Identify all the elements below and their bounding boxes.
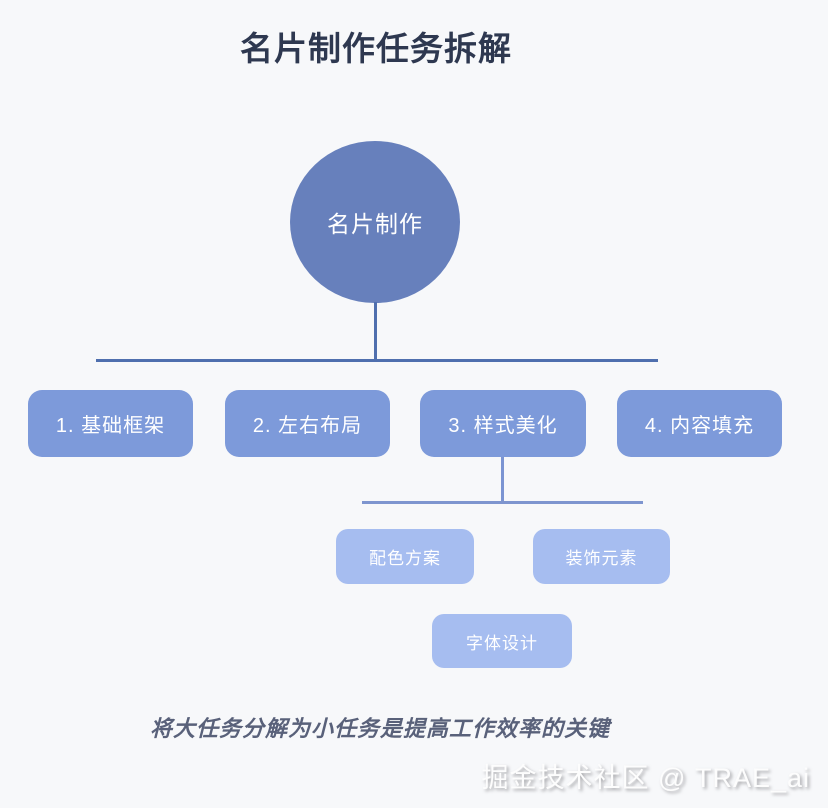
connector-root-vertical: [374, 302, 377, 360]
node-label: 1. 基础框架: [55, 415, 166, 437]
node-decoration-elements: 装饰元素: [533, 529, 670, 584]
connector-style-vertical: [501, 457, 504, 502]
node-basic-framework: 1. 基础框架: [28, 390, 193, 457]
node-label: 3. 样式美化: [448, 415, 558, 437]
node-label: 配色方案: [369, 549, 441, 568]
node-content-fill: 4. 内容填充: [617, 390, 782, 457]
root-node-business-card: 名片制作: [290, 141, 460, 303]
node-color-scheme: 配色方案: [336, 529, 474, 584]
node-label: 2. 左右布局: [252, 415, 363, 437]
node-style-beautify: 3. 样式美化: [420, 390, 586, 457]
node-label: 4. 内容填充: [644, 415, 755, 437]
connector-level1-horizontal: [96, 359, 658, 362]
page-title: 名片制作任务拆解: [240, 30, 512, 67]
node-label: 装饰元素: [565, 549, 638, 568]
root-node-label: 名片制作: [327, 211, 423, 237]
connector-level2-horizontal: [362, 501, 643, 504]
footer-note: 将大任务分解为小任务是提高工作效率的关键: [149, 716, 610, 741]
watermark: 掘金技术社区 @ TRAE_ai: [481, 763, 810, 793]
node-font-design: 字体设计: [432, 614, 572, 668]
node-label: 字体设计: [466, 633, 538, 653]
node-left-right-layout: 2. 左右布局: [225, 390, 390, 457]
